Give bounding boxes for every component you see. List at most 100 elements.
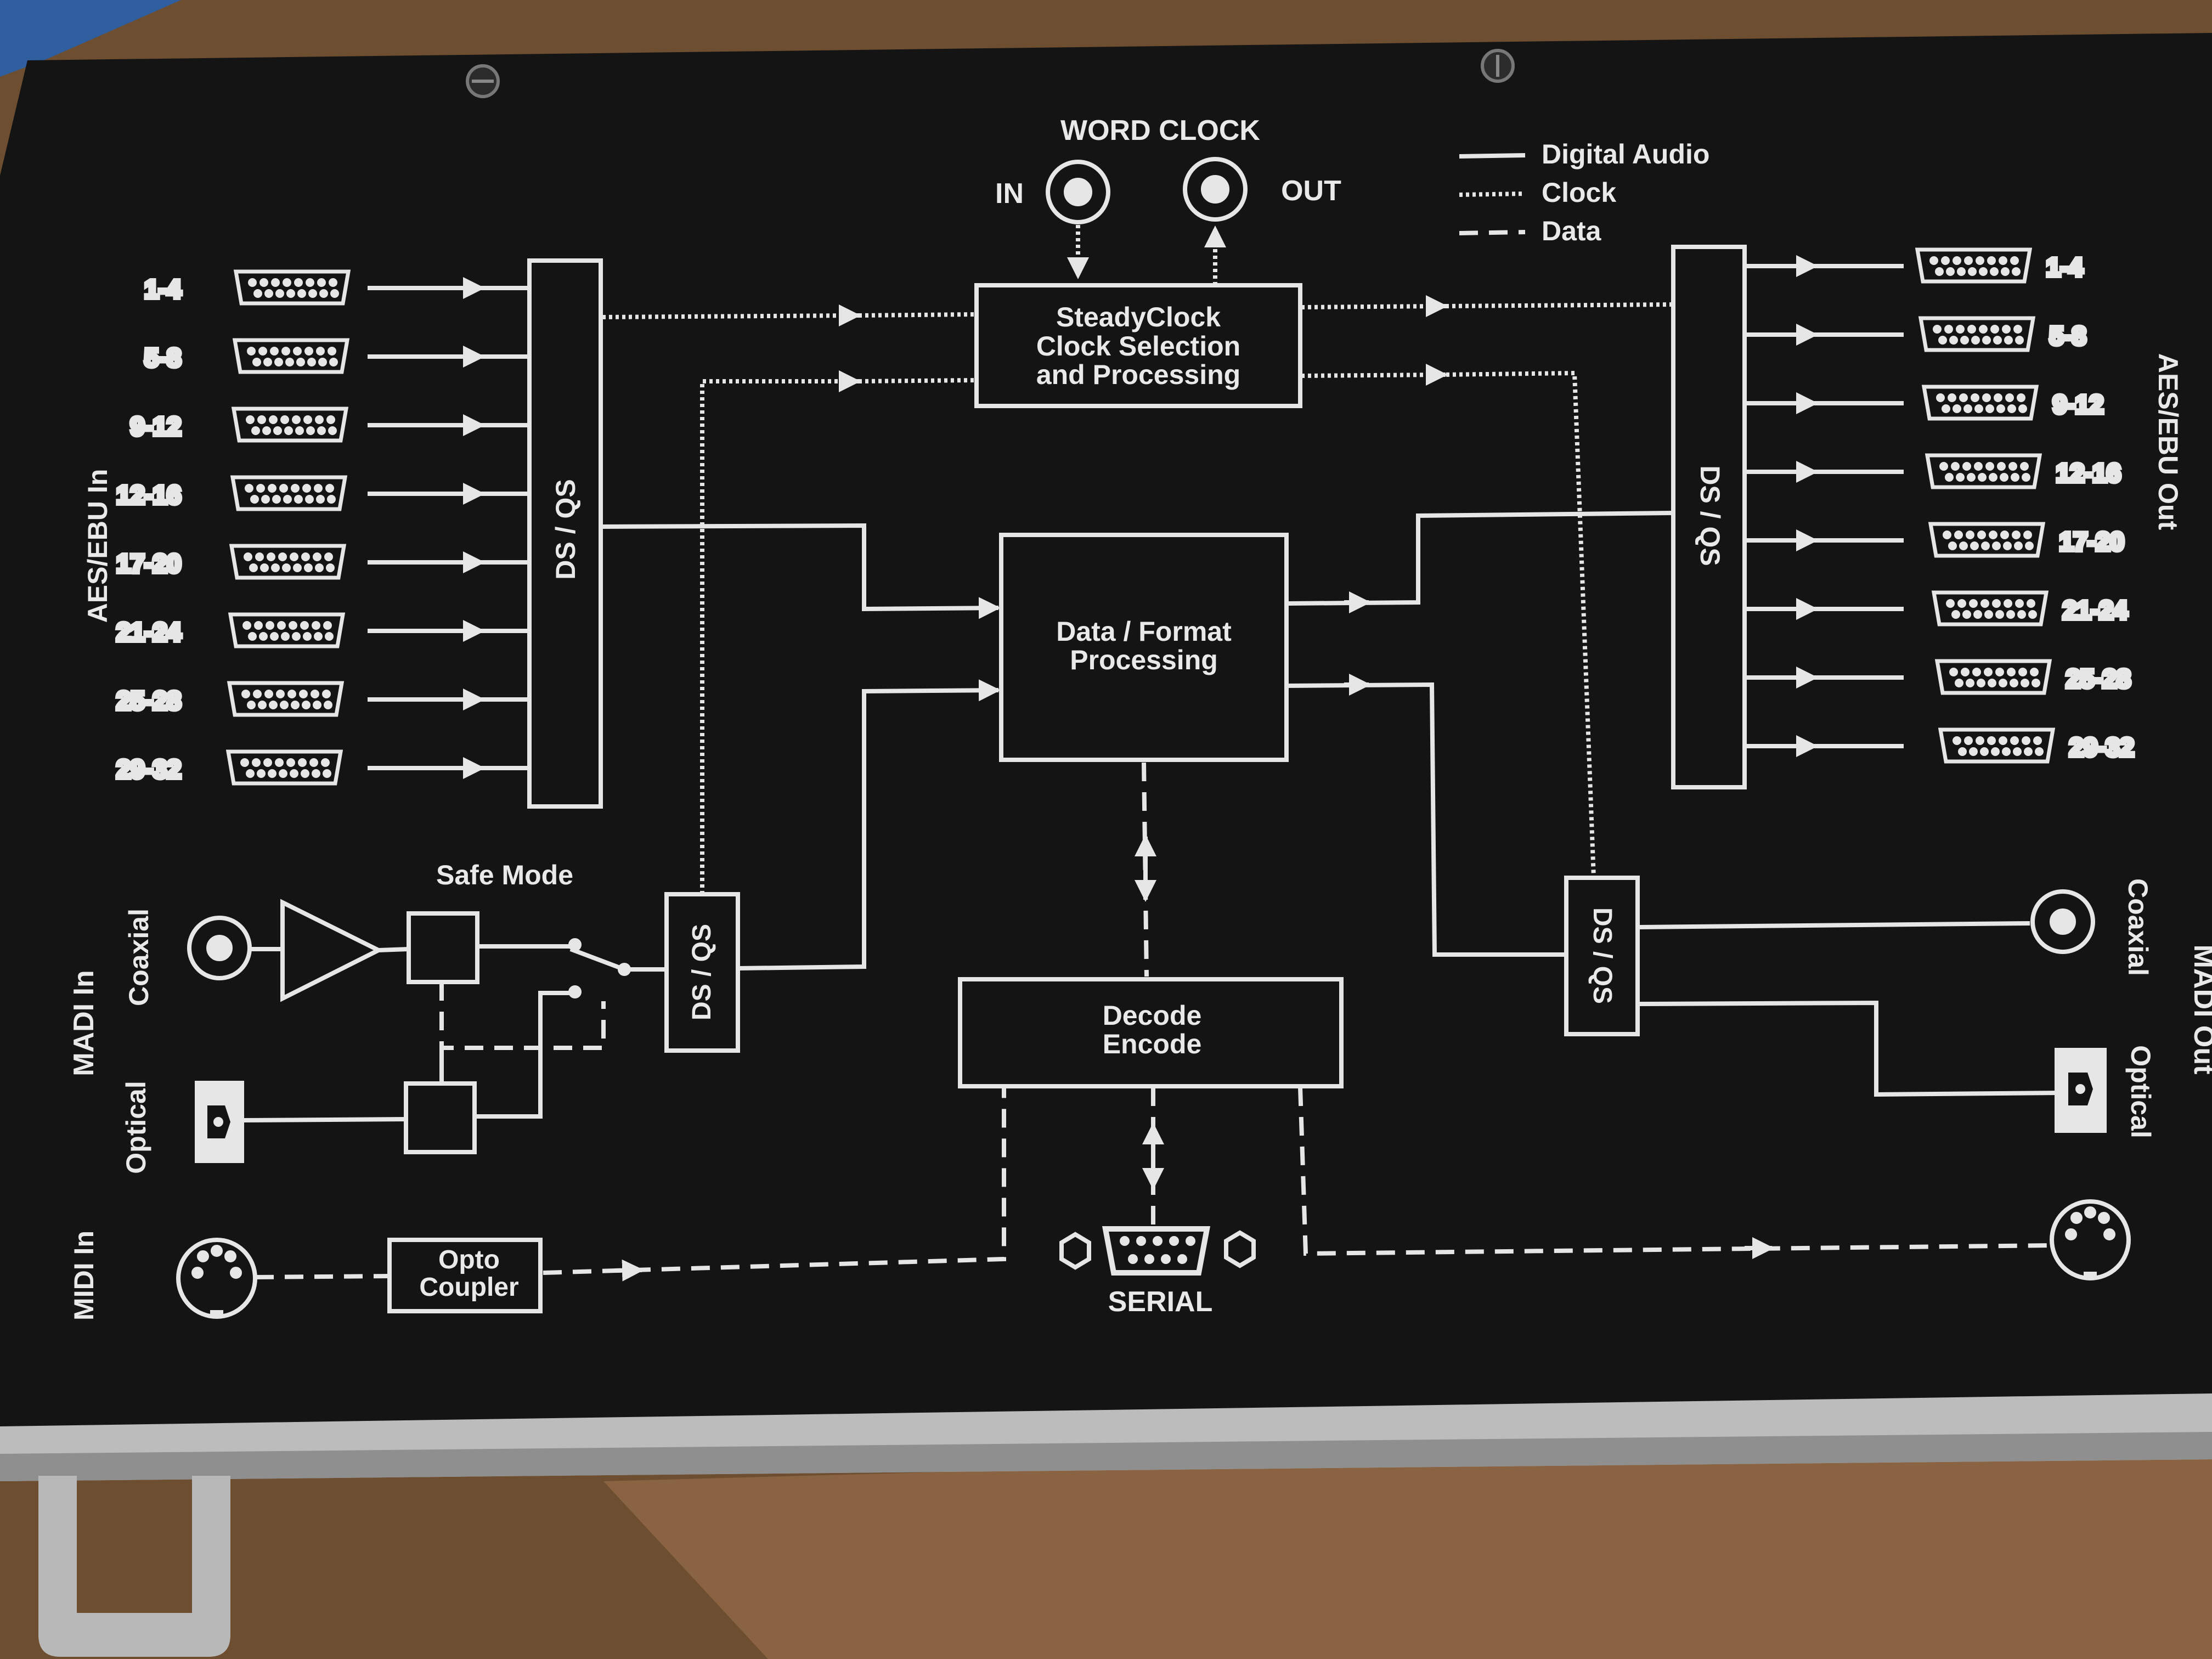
aes-out-channel-label: 12-16	[2056, 459, 2121, 487]
midi-in-title: MIDI In	[69, 1231, 99, 1321]
aes-out-connector-icon	[1918, 316, 2036, 352]
bnc-word-clock-in-icon	[1046, 160, 1110, 224]
ds-qs-madi-out-label: DS / QS	[1588, 907, 1617, 1004]
aes-in-channel-label: 21-24	[116, 618, 181, 646]
madi-out-optical-icon	[2055, 1048, 2107, 1133]
steadyclock-line-2: Clock Selection	[1036, 331, 1240, 362]
midi-in-to-opto	[255, 1274, 390, 1279]
screw-right	[1481, 49, 1515, 83]
aes-in-channel-label: 25-28	[116, 686, 181, 715]
aes-out-channel-label: 21-24	[2063, 596, 2128, 624]
aes-in-connector-icon	[231, 407, 349, 443]
ds-qs-in-label: DS / QS	[550, 479, 581, 579]
aes-out-channel-label: 9-12	[2053, 390, 2103, 419]
aes-out-title: AES/EBU Out	[2153, 353, 2183, 531]
audio-ds-qs-in-to-data-format	[602, 523, 1001, 619]
aes-out-connector-icon	[1925, 453, 2042, 489]
ds-qs-madi-out-to-coaxial	[1638, 921, 2030, 929]
aes-in-connector-icon	[232, 338, 350, 374]
aes-in-channel-label: 29-32	[116, 755, 181, 783]
legend-data-line	[1459, 230, 1526, 235]
madi-out-coaxial-label: Coaxial	[2123, 878, 2153, 976]
opto-coupler-block	[387, 1238, 543, 1313]
audio-madi-in-to-data-format	[737, 679, 1001, 970]
madi-out-title: MADI Out	[2188, 945, 2212, 1075]
ds-qs-madi-in-label: DS / QS	[687, 924, 716, 1020]
serial-label: SERIAL	[1108, 1286, 1213, 1318]
aes-out-connector-icon	[1934, 659, 2052, 695]
decode-encode-line-2: Encode	[1103, 1029, 1202, 1059]
aes-in-connector-icon	[228, 612, 346, 648]
safe-mode-lower-to-switch	[475, 991, 575, 1119]
data-format-line-1: Data / Format	[1056, 616, 1232, 647]
legend-clock-line	[1459, 191, 1526, 197]
steadyclock-line-1: SteadyClock	[1056, 302, 1221, 332]
clock-ds-qs-in-to-steadyclock	[602, 313, 856, 319]
madi-in-coaxial-icon	[187, 916, 252, 980]
aes-out-connector-icon	[1915, 247, 2033, 284]
aes-out-connector-icon	[1938, 727, 2056, 764]
ds-qs-madi-out-block	[1564, 876, 1640, 1036]
legend-clock: Clock	[1542, 177, 1616, 208]
legend-digital-audio-line	[1459, 153, 1526, 159]
word-clock-in-label: IN	[995, 178, 1024, 210]
decode-encode-block	[958, 977, 1344, 1088]
safe-mode-label: Safe Mode	[436, 860, 573, 890]
aes-in-channel-label: 9-12	[131, 412, 181, 441]
aes-in-connector-icon	[233, 269, 351, 306]
aes-in-title: AES/EBU In	[82, 469, 113, 623]
ds-qs-madi-in-block	[664, 892, 740, 1053]
switch-lever	[569, 947, 625, 972]
madi-out-optical-label: Optical	[2125, 1045, 2156, 1138]
aes-in-channel-label: 17-20	[116, 549, 181, 578]
midi-out-din-icon	[2050, 1199, 2131, 1280]
decode-encode-line-1: Decode	[1103, 1000, 1202, 1031]
aes-out-connector-icon	[1931, 590, 2049, 627]
aes-in-connector-icon	[225, 749, 343, 786]
aes-out-connector-icon	[1921, 385, 2039, 421]
aes-in-connector-icon	[229, 544, 347, 580]
aes-out-channel-label: 25-28	[2066, 664, 2131, 693]
aes-out-connector-icon	[1928, 522, 2046, 558]
safe-mode-control-dashed	[439, 982, 606, 1050]
legend-digital-audio: Digital Audio	[1542, 139, 1709, 170]
screw-left	[466, 64, 500, 98]
rack-handle	[38, 1476, 230, 1657]
midi-in-data-arrow	[614, 1259, 644, 1282]
aes-in-channel-label: 1-4	[145, 275, 182, 303]
madi-in-optical-icon	[195, 1081, 244, 1163]
amp-to-safe-mode	[378, 947, 409, 952]
data-format-block	[999, 533, 1289, 762]
wood-panel	[603, 1437, 2212, 1659]
clock-madi-in-to-steadyclock	[700, 379, 856, 894]
madi-in-optical-label: Optical	[121, 1081, 151, 1173]
word-clock-title: WORD CLOCK	[1060, 115, 1260, 146]
aes-in-channel-label: 12-16	[116, 481, 181, 509]
aes-in-connector-icon	[227, 681, 345, 717]
madi-out-coaxial-icon	[2030, 889, 2095, 954]
midi-in-data-to-decode	[543, 1087, 1006, 1275]
opto-coupler-line-2: Coupler	[419, 1273, 518, 1302]
steadyclock-line-3: and Processing	[1036, 359, 1240, 390]
neighbor-device	[0, 0, 181, 77]
word-clock-out-label: OUT	[1281, 175, 1341, 207]
ds-qs-out-block	[1671, 245, 1747, 789]
aes-out-channel-label: 5-8	[2050, 321, 2086, 350]
data-format-line-2: Processing	[1070, 645, 1218, 675]
opto-coupler-line-1: Opto	[438, 1245, 500, 1274]
clock-steadyclock-to-aes-out-b	[1445, 302, 1673, 308]
midi-in-din-icon	[176, 1238, 257, 1319]
decode-data-to-midi-out	[1298, 1087, 2052, 1256]
madi-in-title: MADI In	[68, 970, 100, 1076]
ds-qs-out-label: DS / QS	[1695, 465, 1725, 566]
optical-to-safe-mode	[244, 1117, 407, 1122]
ds-qs-madi-out-to-optical	[1638, 1000, 2061, 1097]
madi-in-coaxial-label: Coaxial	[123, 909, 154, 1006]
switch-contact-lower	[568, 985, 582, 998]
aes-out-channel-label: 17-20	[2059, 527, 2124, 556]
faceplate	[0, 33, 2212, 1426]
chassis-shadow	[0, 1432, 2212, 1481]
aes-out-channel-label: 29-32	[2069, 733, 2134, 761]
steadyclock-block	[974, 283, 1302, 408]
